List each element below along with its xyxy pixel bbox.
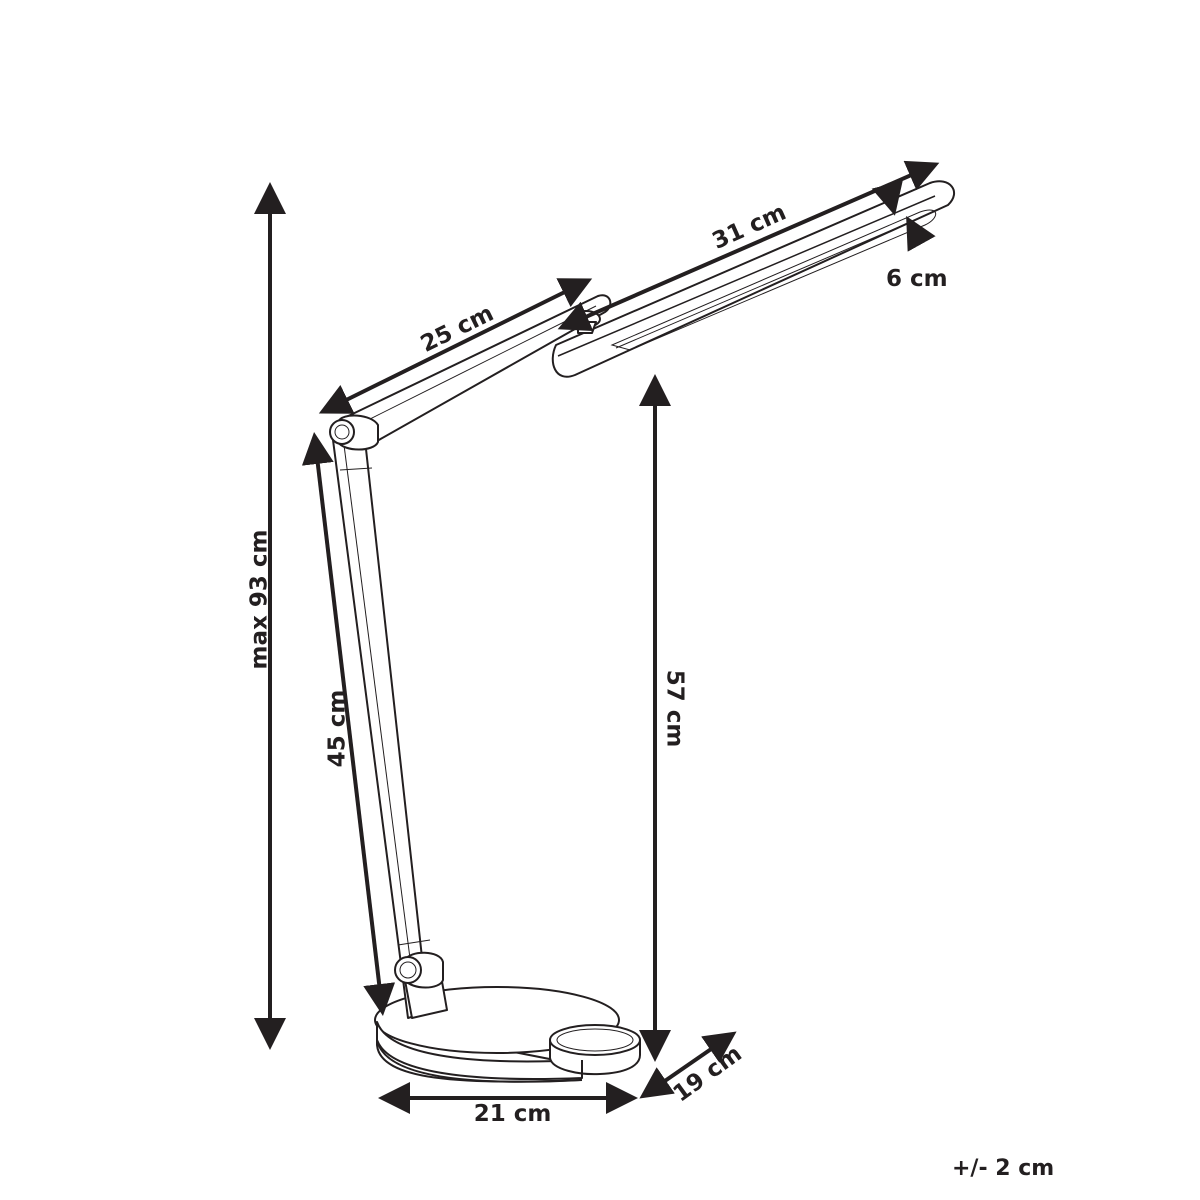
dimension-lines: [254, 160, 940, 1114]
base-width-label: 21 cm: [473, 1101, 552, 1127]
upper-arm-dim: [318, 278, 593, 414]
lower-arm-label: 45 cm: [324, 689, 351, 768]
head-width-label: 6 cm: [886, 266, 948, 292]
head-width-arrow-top: [871, 180, 903, 216]
head-height-label: 57 cm: [661, 669, 688, 748]
base-depth-dim: [639, 1031, 737, 1099]
head-length-dim: [557, 160, 940, 332]
lower-arm-dim: [301, 432, 396, 1016]
head-width-arrow-bottom: [906, 216, 936, 252]
tolerance-note: +/- 2 cm: [952, 1156, 1055, 1181]
lamp-base: [374, 986, 641, 1083]
max-height-label: max 93 cm: [246, 529, 273, 670]
